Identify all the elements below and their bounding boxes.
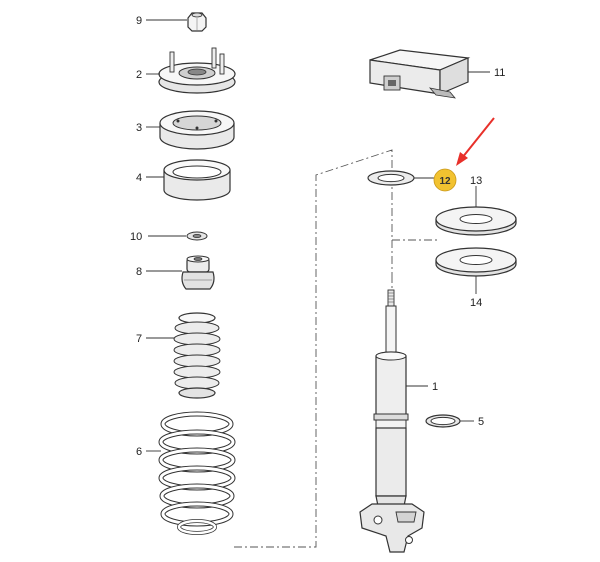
label-6: 6 bbox=[136, 446, 142, 458]
assembly-dash-lines bbox=[234, 149, 440, 548]
label-2: 2 bbox=[136, 69, 142, 81]
part-9-nut[interactable] bbox=[187, 12, 207, 32]
label-3: 3 bbox=[136, 122, 142, 134]
part-7-dust-boot[interactable] bbox=[173, 312, 221, 399]
part-4-ring[interactable] bbox=[163, 159, 231, 201]
label-11: 11 bbox=[494, 67, 505, 79]
red-arrow-icon bbox=[456, 117, 495, 166]
label-10: 10 bbox=[130, 231, 142, 243]
part-6-coil-spring[interactable] bbox=[158, 411, 236, 535]
part-10-washer[interactable] bbox=[186, 231, 208, 241]
part-1-shock-absorber[interactable] bbox=[359, 289, 425, 553]
part-8-bump-stop[interactable] bbox=[181, 255, 215, 290]
part-5-o-ring[interactable] bbox=[425, 414, 461, 428]
part-11-control-module[interactable] bbox=[369, 49, 471, 99]
part-14-disc[interactable] bbox=[435, 247, 517, 277]
label-4: 4 bbox=[136, 172, 142, 184]
callout-12[interactable]: 12 bbox=[433, 168, 457, 192]
part-2-top-mount[interactable] bbox=[158, 47, 236, 94]
label-7: 7 bbox=[136, 333, 142, 345]
label-5: 5 bbox=[478, 416, 484, 428]
label-13: 13 bbox=[470, 175, 482, 187]
label-14: 14 bbox=[470, 297, 482, 309]
label-1: 1 bbox=[432, 381, 438, 393]
part-12-washer[interactable] bbox=[367, 170, 415, 186]
label-8: 8 bbox=[136, 266, 142, 278]
label-12: 12 bbox=[439, 176, 451, 187]
part-3-spring-seat[interactable] bbox=[159, 110, 235, 150]
label-9: 9 bbox=[136, 15, 142, 27]
part-13-disc[interactable] bbox=[435, 206, 517, 236]
